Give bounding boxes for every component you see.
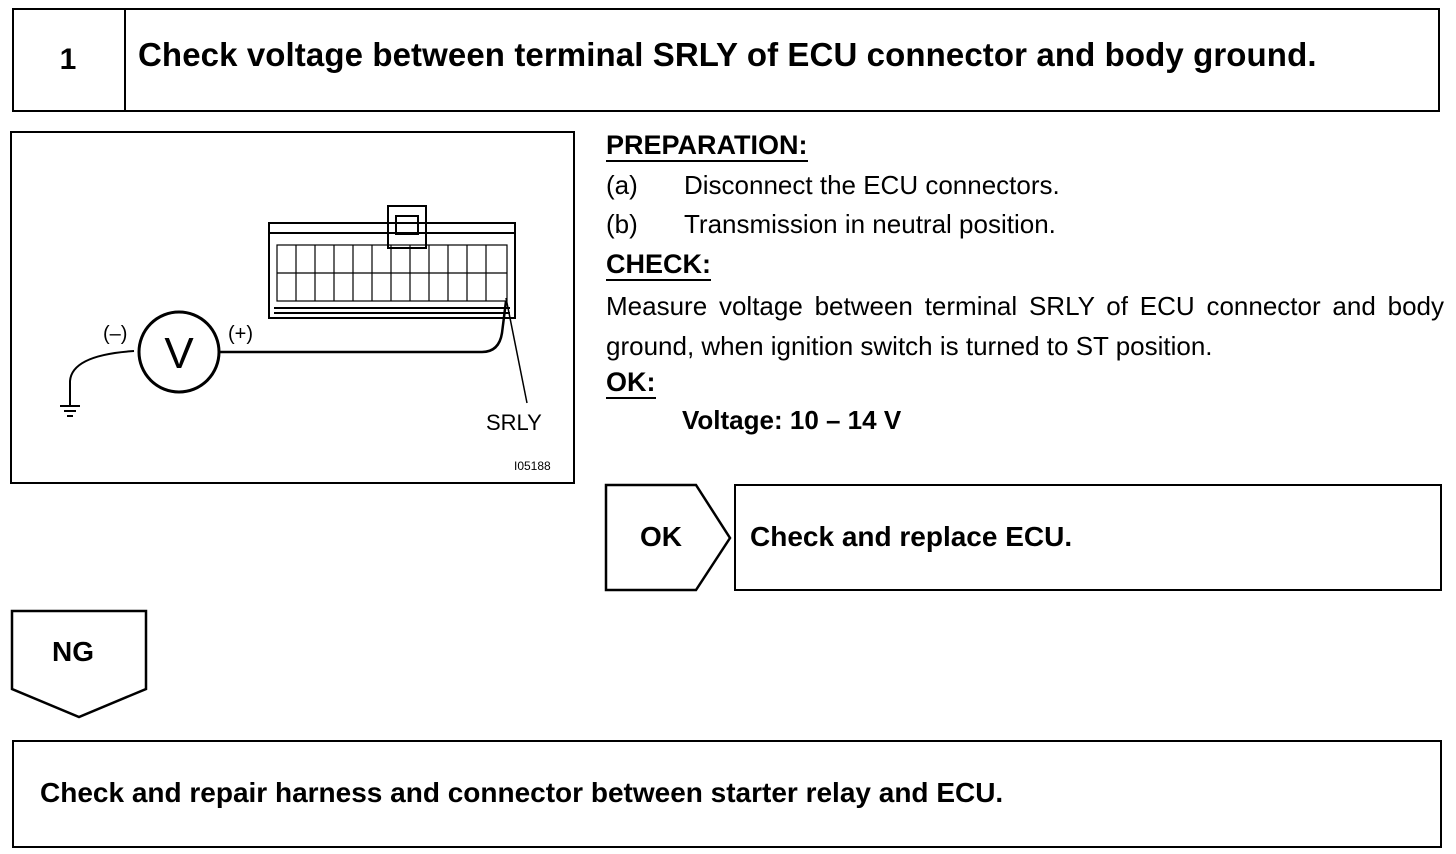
check-heading: CHECK: — [606, 249, 711, 281]
step-title: Check voltage between terminal SRLY of E… — [138, 36, 1317, 73]
ng-action-text: Check and repair harness and connector b… — [40, 777, 1004, 808]
voltage-spec: Voltage: 10 – 14 V — [682, 405, 902, 435]
prep-step-a-text: Disconnect the ECU connectors. — [684, 170, 1060, 200]
voltmeter-icon: V — [137, 310, 221, 394]
prep-step-a-letter: (a) — [606, 170, 638, 200]
positive-lead-label: (+) — [228, 323, 253, 345]
ng-arrow-icon — [10, 609, 148, 719]
preparation-heading: PREPARATION: — [606, 130, 808, 162]
ok-action-box — [734, 484, 1442, 591]
voltmeter-diagram: V (–) (+) — [60, 205, 528, 417]
step-header-box — [12, 8, 1440, 112]
positive-lead-wire — [219, 300, 508, 354]
prep-step-b-letter: (b) — [606, 209, 638, 239]
srly-pointer-line — [505, 297, 528, 404]
prep-step-b-text: Transmission in neutral position. — [684, 209, 1056, 239]
step-number: 1 — [12, 8, 126, 112]
ng-action-box — [12, 740, 1442, 848]
check-instruction: Measure voltage between terminal SRLY of… — [606, 291, 1444, 361]
negative-lead-label: (–) — [103, 323, 127, 345]
ground-symbol-icon — [60, 350, 135, 417]
srly-terminal-label: SRLY — [486, 410, 542, 435]
ecu-connector-icon — [268, 205, 516, 319]
ok-action-text: Check and replace ECU. — [750, 521, 1073, 552]
ok-result-label: OK — [640, 521, 682, 552]
figure-id: I05188 — [514, 459, 551, 473]
wiring-illustration: V (–) (+) — [10, 131, 575, 484]
ng-result-label: NG — [52, 636, 94, 667]
ok-arrow-icon — [604, 483, 732, 592]
ok-heading: OK: — [606, 367, 656, 399]
svg-text:V: V — [164, 329, 194, 378]
